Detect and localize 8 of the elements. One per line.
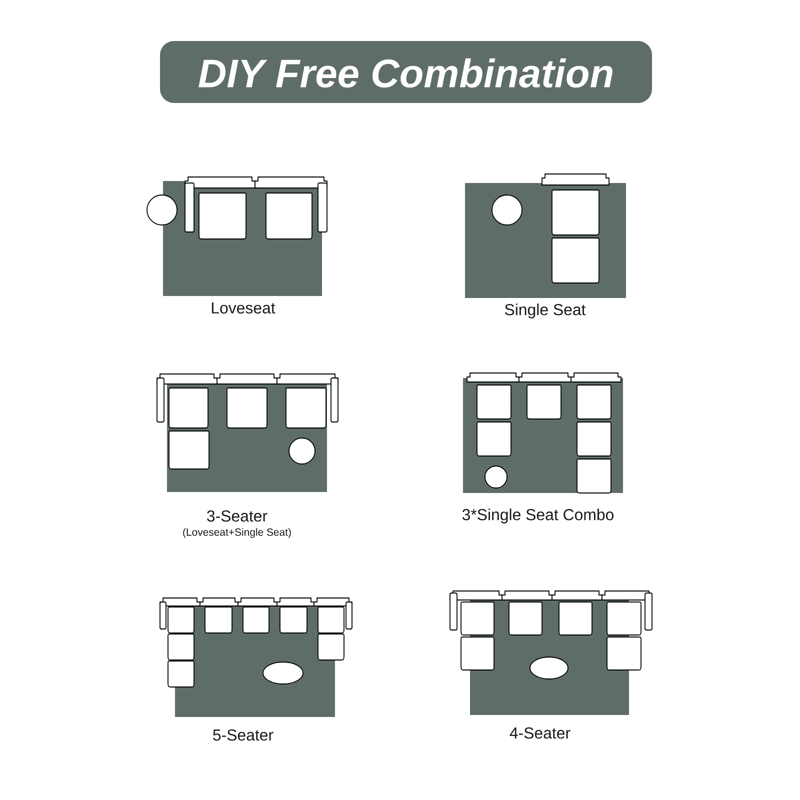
caption: 3*Single Seat Combo xyxy=(462,508,614,524)
caption: 3-Seater xyxy=(207,510,268,522)
caption: Loveseat xyxy=(212,302,276,314)
title-banner: DIY Free Combination xyxy=(160,41,652,103)
caption: 4-Seater xyxy=(510,727,570,739)
caption: (Loveseat+Single Seat) xyxy=(183,528,291,538)
caption: 5-Seater xyxy=(213,729,274,741)
caption: Single Seat xyxy=(504,304,586,318)
